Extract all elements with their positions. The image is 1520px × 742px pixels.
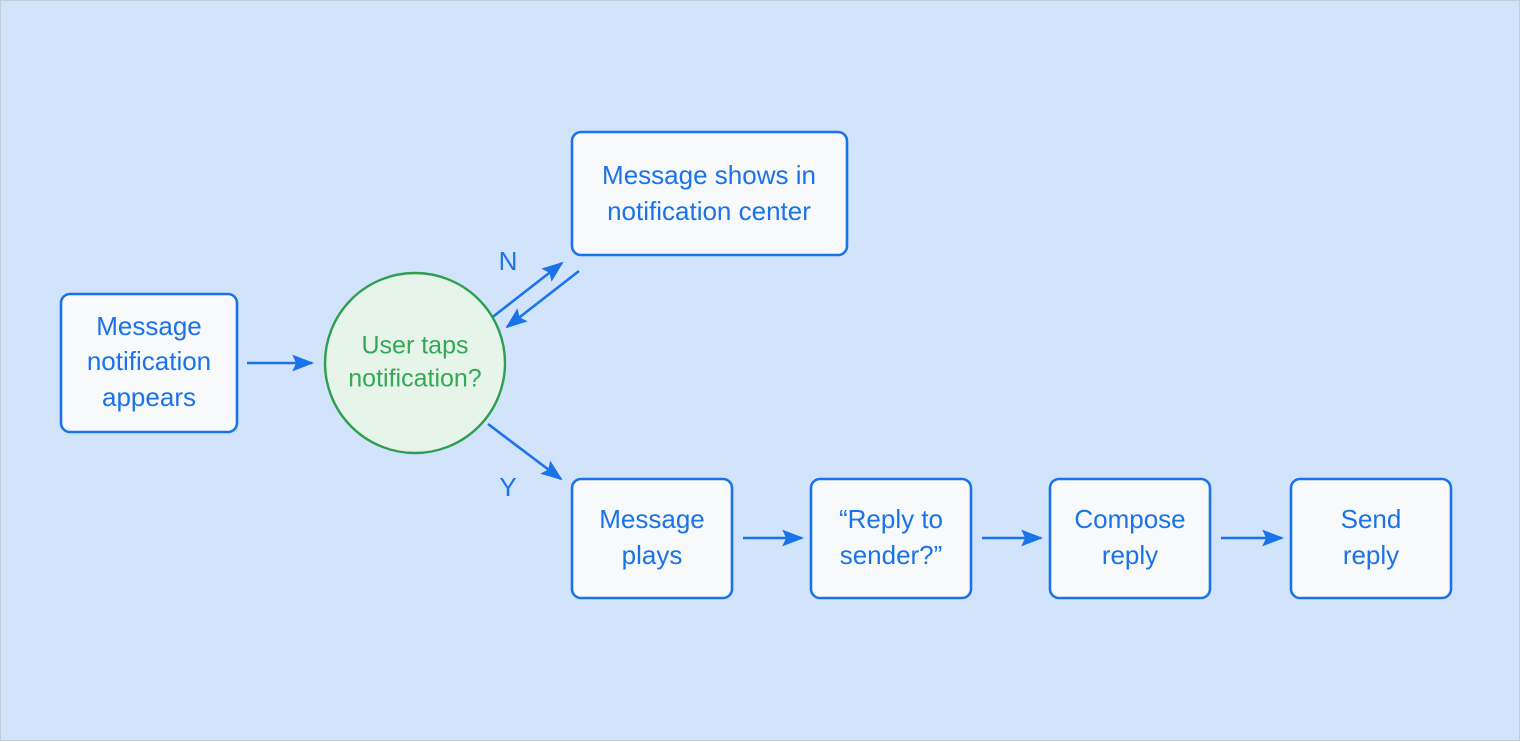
node-user-taps-notification[interactable]: User taps notification? xyxy=(323,271,507,455)
node-shape[interactable] xyxy=(1289,477,1453,600)
edge-line xyxy=(487,422,563,481)
node-label-line2: notification xyxy=(87,346,211,376)
node-shape[interactable] xyxy=(570,130,849,257)
node-label-line2: notification? xyxy=(348,365,481,393)
node-label-line1: Compose xyxy=(1074,504,1185,534)
node-label-line1: User taps xyxy=(362,332,469,360)
edge-label-yes: Y xyxy=(499,472,516,502)
node-message-shows-in-notification-center[interactable]: Message shows in notification center xyxy=(570,130,849,257)
node-compose-reply[interactable]: Compose reply xyxy=(1048,477,1212,600)
node-shape[interactable] xyxy=(323,271,507,455)
edge-decision-to-message-plays xyxy=(487,422,563,481)
node-shape[interactable] xyxy=(809,477,973,600)
node-label-line2: sender?” xyxy=(840,540,943,570)
node-label-line1: “Reply to xyxy=(839,504,943,534)
node-message-plays[interactable]: Message plays xyxy=(570,477,734,600)
node-label-line2: reply xyxy=(1102,540,1158,570)
node-label-line1: Message xyxy=(96,311,202,341)
node-shape[interactable] xyxy=(570,477,734,600)
node-shape[interactable] xyxy=(1048,477,1212,600)
edge-notification-center-to-decision xyxy=(505,269,580,329)
edge-label-no: N xyxy=(499,246,518,276)
node-reply-to-sender[interactable]: “Reply to sender?” xyxy=(809,477,973,600)
node-label-line1: Send xyxy=(1341,504,1402,534)
node-shape[interactable] xyxy=(59,292,239,434)
node-label-line2: reply xyxy=(1343,540,1399,570)
node-label-line2: notification center xyxy=(607,196,811,226)
node-label-line3: appears xyxy=(102,382,196,412)
edge-line xyxy=(489,261,564,321)
node-label-line1: Message xyxy=(599,504,705,534)
node-message-notification-appears[interactable]: Message notification appears xyxy=(59,292,239,434)
node-label-line1: Message shows in xyxy=(602,160,816,190)
edge-line xyxy=(505,269,580,329)
node-label-line2: plays xyxy=(622,540,683,570)
edge-decision-to-notification-center xyxy=(489,261,564,321)
node-send-reply[interactable]: Send reply xyxy=(1289,477,1453,600)
